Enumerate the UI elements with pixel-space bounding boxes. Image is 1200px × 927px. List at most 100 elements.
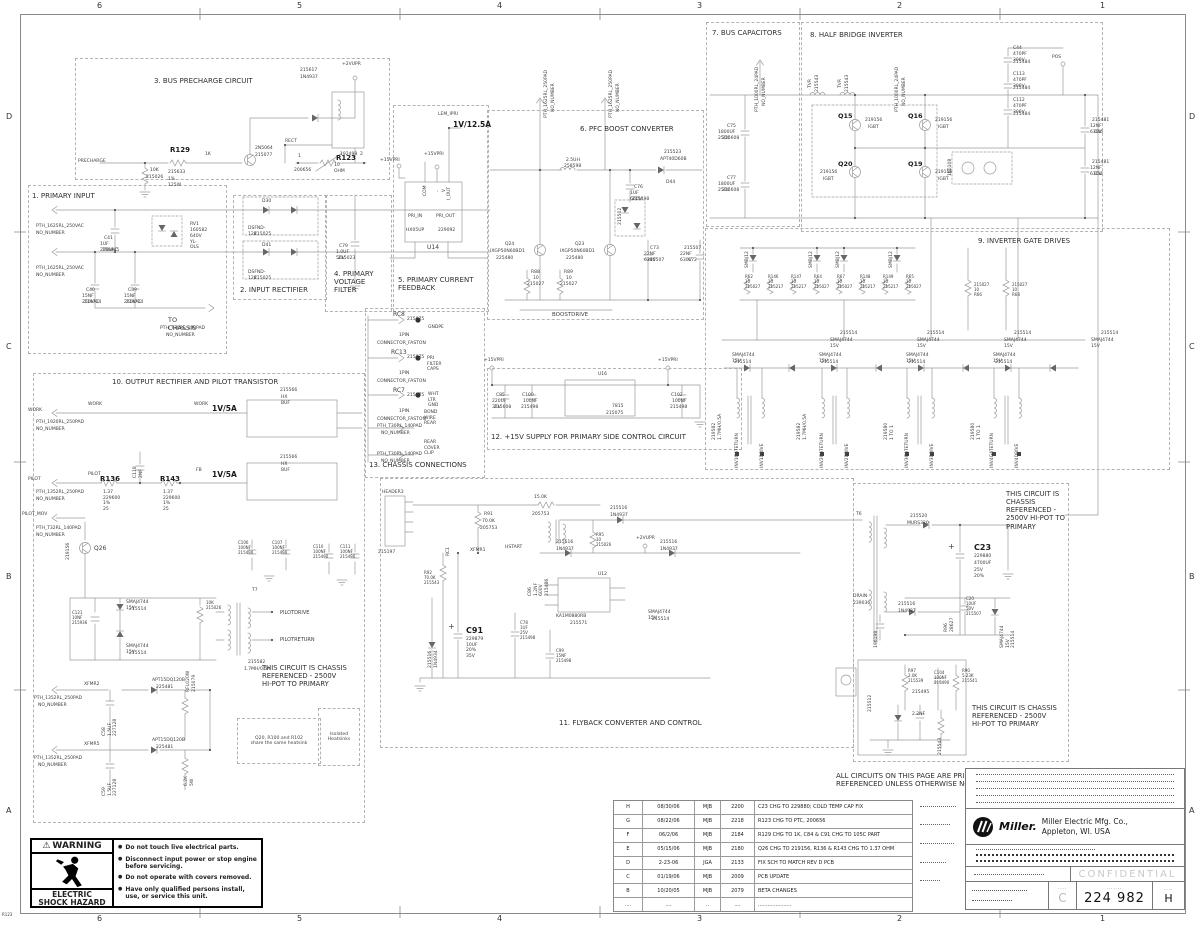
part-label: SMBJ12 [836,251,841,268]
part-label: U14 [427,244,440,251]
part-label: D44 [666,180,676,185]
part-label: PTH_T32RL_140PAD [36,526,82,531]
warning-item: ●Have only qualified persons install, us… [118,886,257,901]
rev-date: 05/15/06 [642,842,694,856]
zone-label: A [1189,806,1195,815]
part-label: 25V 20% [974,568,985,579]
part-label: 239036 [853,601,871,606]
rev-description: Q26 CHG TO 219156, R136 & R143 CHG TO 1.… [754,842,912,856]
part-label: R91 [484,512,493,517]
part-label: NO_NUMBER [902,77,907,106]
part-label: NO_NUMBER [36,497,65,502]
zone-label: 6 [97,1,103,10]
part-label: C41 [104,236,113,241]
revision-row: C 01/19/06 MJB 2009 PCB UPDATE [614,869,912,884]
block-15v-supply: 12. +15V SUPPLY FOR PRIMARY SIDE CONTROL… [487,368,742,450]
part-label: XFMR2 [84,682,100,687]
part-label: PTH_1920RL_250PAD [36,420,84,425]
rev-number: 2180 [720,842,754,856]
part-label: +15VPRI [424,152,444,157]
part-label: 215514 [734,360,752,365]
part-label: 192498 [340,152,358,157]
part-label: HX05UP [406,228,425,233]
warning-list: ●Do not touch live electrical parts.●Dis… [114,840,261,906]
part-label: 215617 [300,68,318,73]
part-label: Q19 [908,160,923,168]
part-label: C59 1.5UF 227128 [102,778,119,796]
zone-label: D [1189,112,1196,121]
part-label: C99 15NF 215498 [556,648,572,663]
zone-label: C [6,342,12,351]
shock-hazard-icon [50,854,94,888]
rev-letter: C [626,873,630,880]
part-label: C75 [727,124,736,129]
zone-label: 3 [697,914,703,923]
part-label: + [448,622,455,631]
revision-row: E 05/15/06 MJB 2180 Q26 CHG TO 219156, R… [614,841,912,856]
part-label: 215516 [898,602,916,607]
title-block-fineprint [966,769,1184,809]
part-label: SMBJ12 [889,251,894,268]
part-label: C102 [671,393,683,398]
warning-header: ⚠ WARNING [32,840,112,854]
part-label: RECT [285,139,297,144]
print-dots [920,843,954,844]
part-label: R64 10 215027 [814,274,830,289]
note-chassis-c23: THIS CIRCUIT IS CHASSIS REFERENCED - 250… [1006,490,1065,531]
part-label: PILOT [88,472,101,477]
part-label: 1800UF 250V [718,130,736,141]
part-label: R88 [531,270,540,275]
rev-by: MJB [694,870,720,884]
zone-label: 1 [1100,914,1106,923]
part-label: IGBT [823,177,834,182]
part-label: REAR COVER CLIP [424,440,440,457]
rev-letter: B [626,887,630,894]
part-label: C91 [466,626,484,635]
part-label: 215027 [527,282,545,287]
part-label: 229879 10UF 20% 35V [466,637,484,659]
part-label: 219582 1.7MH/0.5A [712,413,723,440]
rev-number: 2218 [720,814,754,828]
part-label: R95 10 215026 [596,532,612,547]
part-label: 215582 [248,660,266,665]
revision-row: H 08/30/06 MJB 2200 C23 CHG TO 229880; C… [614,801,912,814]
part-label: 7815 [612,404,624,409]
part-label: NO_NUMBER [166,333,195,338]
part-label: 10 [533,276,539,281]
part-label: 215514 [840,331,858,336]
part-label: PTH_1000RL_24PAD [895,66,900,112]
block-title: 12. +15V SUPPLY FOR PRIMARY SIDE CONTROL… [491,433,686,441]
part-label: 1PIN [399,409,410,414]
rev-number: 2200 [720,801,754,814]
part-label: 219580 1 TO 1 [971,422,982,440]
block-flyback-secondary [853,483,1069,762]
part-label: C112 [1013,98,1025,103]
part-label: +15VPRI [380,158,400,163]
note-chassis-flyback: THIS CIRCUIT IS CHASSIS REFERENCED - 250… [972,704,1057,729]
part-label: 215027 10 R66 [974,282,990,297]
rev-letter: .... [624,901,632,908]
part-label: DRAIN [853,594,868,599]
part-label: 215514 [652,617,670,622]
part-label: R97 2.0K 215539 [908,668,924,683]
zone-label: A [6,806,12,815]
part-label: 215566 [280,388,298,393]
part-label: PILOT_MOV [22,512,48,517]
part-label: GNDPE [428,325,444,330]
part-label: 215608 [722,136,740,141]
print-dots [920,862,946,863]
part-label: R146 10 215217 [768,274,784,289]
part-label: C100 [522,393,534,398]
warning-item: ●Do not operate with covers removed. [118,874,257,882]
part-label: PILOTDRIVE [280,610,310,616]
rev-date: 08/30/06 [642,801,694,814]
part-label: SMBJ12 [745,251,750,268]
revision-table: H 08/30/06 MJB 2200 C23 CHG TO 229880; C… [613,800,913,912]
part-label: C78 1UF 25V 215498 [520,620,536,640]
part-label: 215498 [670,405,688,410]
part-label: 1.37 229600 1% 25 [163,490,181,512]
zone-label: 6 [97,914,103,923]
part-label: C58 1.5UF 227128 [102,718,119,736]
warning-footer: ELECTRIC SHOCK HAZARD [32,888,112,908]
